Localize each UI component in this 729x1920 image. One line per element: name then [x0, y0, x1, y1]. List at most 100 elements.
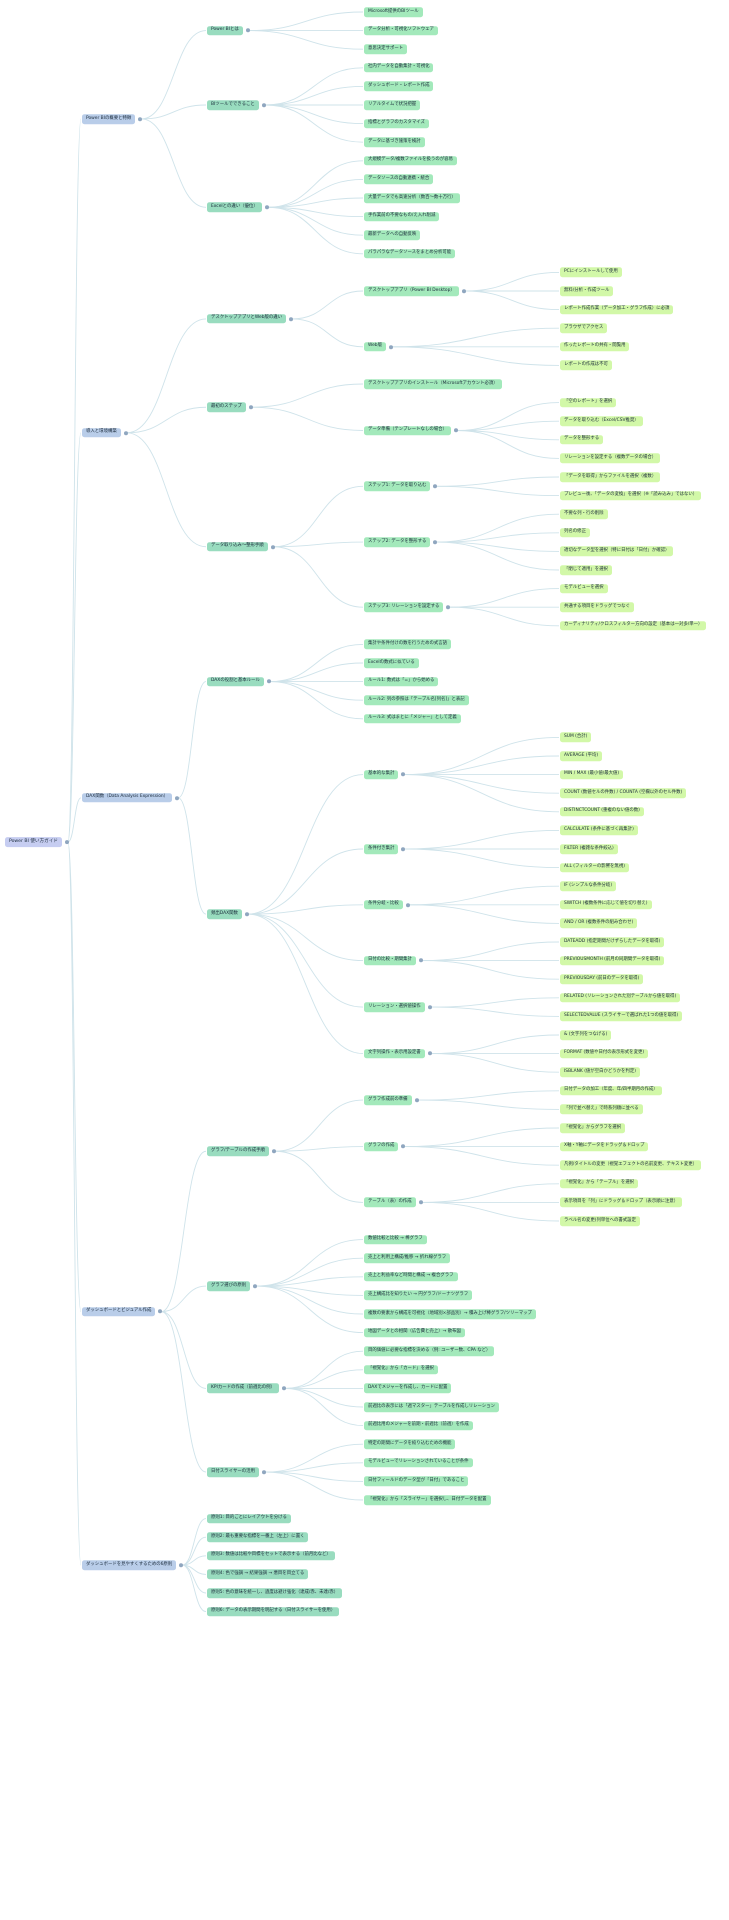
leaf-node[interactable]: 原則6: データの表示期間を明記する（日付スライサーを使用）	[207, 1606, 340, 1617]
expand-dot-icon[interactable]	[414, 1098, 419, 1103]
branch-node[interactable]: グラフ作成前の準備	[364, 1095, 419, 1105]
leaf-node[interactable]: ブラウザでアクセス	[560, 323, 608, 333]
leaf-node[interactable]: SWITCH (複数条件に応じて値を切り替え)	[560, 900, 652, 910]
leaf-node[interactable]: ルール2: 列の参照は「テーブル名[列名]」と表記	[364, 695, 469, 705]
leaf-node[interactable]: COUNT (数値セルの件数) / COUNTA (空欄以外のセル件数)	[560, 788, 687, 798]
branch-node[interactable]: 導入と環境構築	[82, 428, 128, 438]
expand-dot-icon[interactable]	[270, 544, 275, 549]
expand-dot-icon[interactable]	[264, 205, 269, 210]
expand-dot-icon[interactable]	[401, 772, 406, 777]
expand-dot-icon[interactable]	[266, 679, 271, 684]
expand-dot-icon[interactable]	[461, 289, 466, 293]
leaf-node[interactable]: 特定の期間にデータを絞り込むための機能	[364, 1439, 456, 1449]
root-node[interactable]: Power BI 使い方ガイド	[5, 837, 69, 847]
expand-dot-icon[interactable]	[418, 958, 423, 963]
leaf-node[interactable]: 大規模データ/複数ファイルを扱うのが容易	[364, 156, 457, 166]
leaf-node[interactable]: 表示項目を「列」にドラッグ＆ドロップ（表示順に注意）	[560, 1197, 683, 1208]
leaf-node[interactable]: 「閉じて適用」を選択	[560, 565, 612, 575]
expand-dot-icon[interactable]	[248, 405, 253, 410]
expand-dot-icon[interactable]	[123, 430, 128, 435]
leaf-node[interactable]: 目的価値に必要な指標を決める（例: ユーザー数、CPA など）	[364, 1346, 495, 1356]
leaf-node[interactable]: カーディナリティ/クロスフィルター方向の設定（基本は一対多/単一）	[560, 621, 707, 631]
branch-node[interactable]: ステップ2: データを整形する	[364, 537, 438, 547]
leaf-node[interactable]: & (文字列をつなげる)	[560, 1030, 612, 1040]
leaf-node[interactable]: パラパラなデータソースをまとめ分析可能	[364, 249, 456, 259]
leaf-node[interactable]: 集計や条件付けの数を行うための式言語	[364, 639, 452, 650]
expand-dot-icon[interactable]	[418, 1200, 423, 1205]
leaf-node[interactable]: ダッシュボード・レポート作成	[364, 81, 434, 92]
leaf-node[interactable]: 共通する項目をドラッグでつなぐ	[560, 602, 634, 612]
branch-node[interactable]: ダッシュボードを見やすくするための6原則	[82, 1560, 184, 1570]
expand-dot-icon[interactable]	[281, 1386, 286, 1391]
leaf-node[interactable]: 複数の要素から構成を可視化（地域別×部品別）→ 積み上げ棒グラフ/ツリーマップ	[364, 1309, 536, 1319]
branch-node[interactable]: 頻出DAX関数	[207, 909, 249, 919]
leaf-node[interactable]: 原則2: 最も重要な指標を一番上（左上）に置く	[207, 1532, 309, 1542]
leaf-node[interactable]: 「空のレポート」を選択	[560, 397, 617, 408]
expand-dot-icon[interactable]	[64, 840, 69, 845]
leaf-node[interactable]: ALL (フィルターの影響を無視)	[560, 862, 629, 873]
leaf-node[interactable]: ルール1: 数式は「=」から始める	[364, 676, 439, 687]
branch-node[interactable]: データ準備（テンプレートなしの場合）	[364, 425, 458, 436]
leaf-node[interactable]: 「視覚化」から「テーブル」を選択	[560, 1179, 638, 1189]
expand-dot-icon[interactable]	[244, 912, 249, 917]
leaf-node[interactable]: Microsoft提供のBIツール	[364, 7, 423, 17]
branch-node[interactable]: 日付の比較・期間集計	[364, 955, 423, 966]
branch-node[interactable]: リレーション・選択値操作	[364, 1002, 432, 1012]
branch-node[interactable]: Power BIの概要と特徴	[82, 114, 143, 124]
leaf-node[interactable]: 社内データを自動集計・可視化	[364, 63, 434, 73]
leaf-node[interactable]: PCにインストールして使用	[560, 267, 622, 278]
expand-dot-icon[interactable]	[158, 1309, 163, 1314]
leaf-node[interactable]: データソースの自動連携・統合	[364, 174, 434, 185]
leaf-node[interactable]: 前週比用のメジャーを前期・前週比（前週）を作成	[364, 1420, 473, 1431]
branch-node[interactable]: デスクトップアプリ（Power BI Desktop）	[364, 286, 466, 296]
leaf-node[interactable]: デスクトップアプリのインストール（Microsoftアカウント必須）	[364, 379, 502, 389]
leaf-node[interactable]: DAXでメジャーを作成し、カードに配置	[364, 1383, 452, 1394]
leaf-node[interactable]: データを取り込む（Excel/CSV推奨）	[560, 416, 643, 426]
leaf-node[interactable]: 地図データとの相関（広告費と売上）→ 散布図	[364, 1327, 465, 1338]
expand-dot-icon[interactable]	[401, 847, 406, 851]
leaf-node[interactable]: FORMAT (数値や日付の表示形式を変更)	[560, 1048, 649, 1059]
leaf-node[interactable]: 作ったレポートの共有・閲覧用	[560, 342, 630, 352]
leaf-node[interactable]: 原則4: 色で強調 → 結果強調 → 悪目を目立てる	[207, 1569, 309, 1580]
leaf-node[interactable]: ルール3: 式はまとに「メジャー」として定義	[364, 714, 461, 724]
leaf-node[interactable]: 「視覚化」から「カード」を選択	[364, 1365, 438, 1375]
leaf-node[interactable]: SUM (合計)	[560, 732, 592, 743]
leaf-node[interactable]: 「データを取得」からファイルを選択（複数）	[560, 472, 661, 482]
leaf-node[interactable]: 適切なデータ型を選択（特に日付は「日付」か確認）	[560, 546, 674, 557]
leaf-node[interactable]: Excelの数式に似ている	[364, 658, 419, 668]
expand-dot-icon[interactable]	[261, 1470, 266, 1475]
leaf-node[interactable]: 売上と利益率など時間と構成 → 複合グラフ	[364, 1272, 458, 1282]
branch-node[interactable]: 文字列操作・表示用設定書	[364, 1048, 432, 1059]
leaf-node[interactable]: 無料/分析・作成ツール	[560, 286, 614, 296]
leaf-node[interactable]: 列名の修正	[560, 528, 590, 538]
leaf-node[interactable]: AND / OR (複数条件の組み合わせ)	[560, 918, 638, 929]
leaf-node[interactable]: 最新データへの自動反映	[364, 230, 421, 240]
branch-node[interactable]: ダッシュボードとビジュアル作成	[82, 1306, 163, 1317]
expand-dot-icon[interactable]	[433, 540, 438, 545]
expand-dot-icon[interactable]	[271, 1149, 276, 1154]
leaf-node[interactable]: ISBLANK (値が空白かどうかを判定)	[560, 1067, 640, 1077]
leaf-node[interactable]: MIN / MAX (最小値/最大値)	[560, 769, 624, 780]
branch-node[interactable]: データ取り込み～整形手順	[207, 541, 275, 552]
leaf-node[interactable]: 「視覚化」から「スライサー」を選択し、日付データを配置	[364, 1495, 491, 1505]
leaf-node[interactable]: データ分析・可視化ソフトウェア	[364, 25, 438, 36]
branch-node[interactable]: Power BIとは	[207, 25, 250, 36]
leaf-node[interactable]: 凡例/タイトルの変更（視覚エフェクトの名前変更、テキスト変更）	[560, 1160, 702, 1170]
leaf-node[interactable]: 日付フィールドのデータ型が「日付」であること	[364, 1476, 469, 1487]
leaf-node[interactable]: DATEADD (指定期間だけずらしたデータを取得)	[560, 937, 665, 947]
expand-dot-icon[interactable]	[261, 103, 266, 107]
leaf-node[interactable]: ラベル名の変更(列単位への書式設定	[560, 1216, 640, 1226]
leaf-node[interactable]: IF (シンプルな条件分岐)	[560, 881, 617, 891]
leaf-node[interactable]: データに基づき施策を検討	[364, 137, 425, 147]
branch-node[interactable]: ステップ3: リレーションを設定する	[364, 602, 451, 612]
expand-dot-icon[interactable]	[405, 902, 410, 907]
branch-node[interactable]: 条件分岐・比較	[364, 900, 410, 910]
leaf-node[interactable]: モデルビューでリレーションされていることが条件	[364, 1458, 473, 1468]
leaf-node[interactable]: CALCULATE (条件に基づく再集計)	[560, 825, 638, 836]
expand-dot-icon[interactable]	[427, 1005, 432, 1010]
leaf-node[interactable]: DISTINCTCOUNT (重複のない値の数)	[560, 807, 644, 817]
branch-node[interactable]: 条件付き集計	[364, 844, 406, 854]
branch-node[interactable]: ステップ1: データを取り込む	[364, 481, 438, 492]
expand-dot-icon[interactable]	[289, 316, 294, 321]
leaf-node[interactable]: 日付データの加工（年度、年/四半期月の作成）	[560, 1086, 662, 1096]
